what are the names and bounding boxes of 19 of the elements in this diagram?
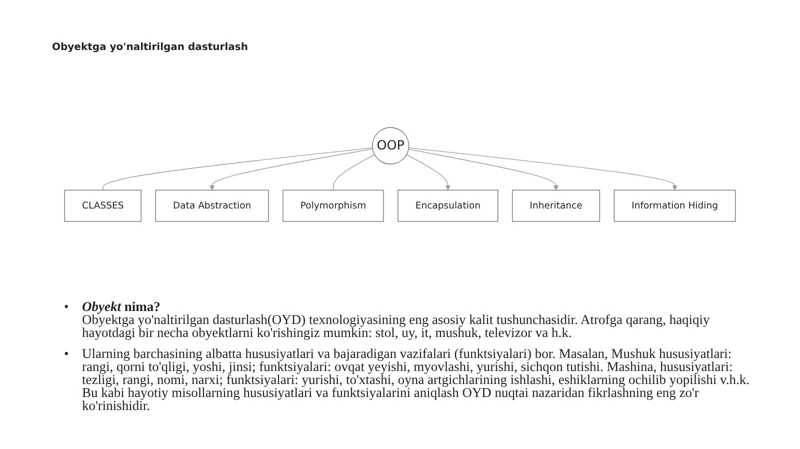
connector xyxy=(102,147,373,190)
node-box: Information Hiding xyxy=(614,190,736,222)
node-box: Data Abstraction xyxy=(155,190,269,222)
arrow xyxy=(408,148,559,190)
paragraph: Obyektga yo'naltirilgan dasturlash(OYD) texnologiyasining eng asosiy kalit tushunchasidir. Atrofga qarang, haqiqiy hayotdagi bir necha obyektlarni ko'rishingiz mumkin: stol, uy, it, mushuk, televizor va h.k. xyxy=(82,313,711,339)
bullet-marker: • xyxy=(64,347,69,360)
node-box: Inheritance xyxy=(512,190,600,222)
arrow xyxy=(210,148,373,190)
paragraph: Ularning barchasining albatta hususiyatlari va bajaradigan vazifalari (funktsiyalari) bor. Masalan, Mushuk hususiyatlari: rangi, qorni to'qligi, yoshi, jinsi; funktsiyalari: ovqat yeyishi, myovlashi, yurishi, sichqon tutishi. Mashina, hususiyatlari: tezligi, rangi, nomi, narxi; funktsiyalari: yurishi, to'xtashi, oyna artgichlarining ishlashi, eshiklarning ochilib yopilishi v.h.k. Bu kabi hayotiy misollarning hususiyatlari va funktsiyalarini aniqlash OYD nuqtai nazaridan fikrlashning eng zo'r ko'rinishidir. xyxy=(82,347,750,412)
question-heading: Obyekt nima? xyxy=(82,300,162,313)
arrow xyxy=(408,147,678,190)
node-circle: OOP xyxy=(372,127,410,164)
node-box: Encapsulation xyxy=(398,190,498,222)
connector xyxy=(332,154,375,190)
node-box: CLASSES xyxy=(64,190,142,222)
bullet-marker: • xyxy=(64,300,69,313)
arrow xyxy=(406,154,450,190)
page-title: Obyektga yo'naltirilgan dasturlash xyxy=(52,42,248,53)
node-box: Polymorphism xyxy=(282,190,384,222)
